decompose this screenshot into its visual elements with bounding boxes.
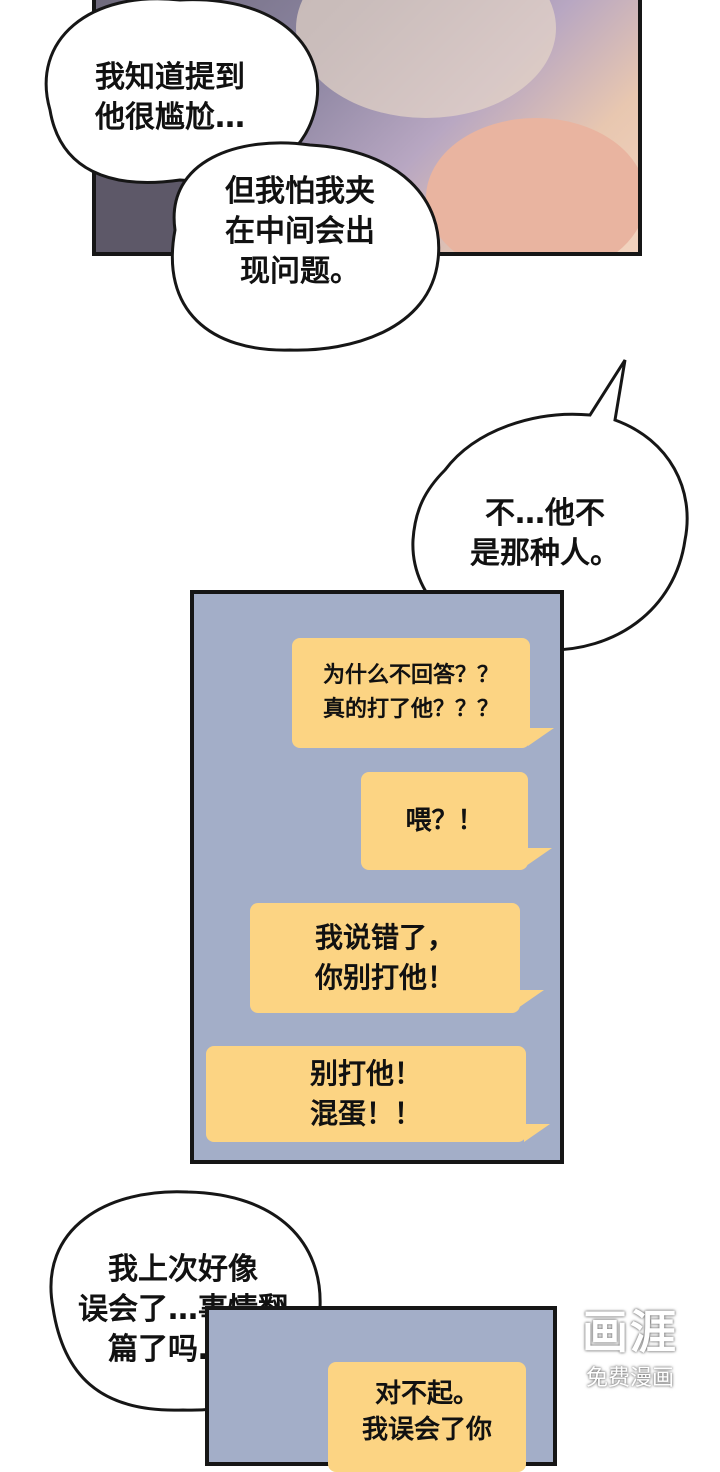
chat-message-3-tail bbox=[518, 990, 544, 1008]
chat-message-1-tail bbox=[528, 728, 554, 746]
chat-message-3: 我说错了， 你别打他！ bbox=[250, 903, 520, 1013]
watermark-subtitle: 免费漫画 bbox=[585, 1366, 674, 1391]
panel-art-hand bbox=[426, 118, 638, 252]
chat-message-4-tail bbox=[524, 1124, 550, 1142]
chat-message-2-tail bbox=[526, 848, 552, 866]
speech-bubble-2-text: 但我怕我夹 在中间会出 现问题。 bbox=[225, 174, 375, 289]
speech-bubble-2 bbox=[170, 141, 441, 352]
speech-bubble-1 bbox=[44, 0, 320, 184]
watermark: 画涯 免费漫画 bbox=[560, 1300, 700, 1410]
speech-bubble-3 bbox=[411, 359, 689, 652]
panel-art-highlight bbox=[296, 0, 556, 118]
chat-message-2: 喂？！ bbox=[361, 772, 528, 870]
chat-message-5: 对不起。 我误会了你 bbox=[328, 1362, 526, 1472]
speech-bubble-3-text: 不…他不 是那种人。 bbox=[470, 496, 620, 571]
watermark-logo: 画涯 bbox=[582, 1305, 678, 1359]
chat-message-1: 为什么不回答？？ 真的打了他？？？ bbox=[292, 638, 530, 748]
speech-bubble-1-text: 我知道提到 他很尴尬… bbox=[95, 60, 245, 135]
chat-message-4: 别打他！ 混蛋！！ bbox=[206, 1046, 526, 1142]
